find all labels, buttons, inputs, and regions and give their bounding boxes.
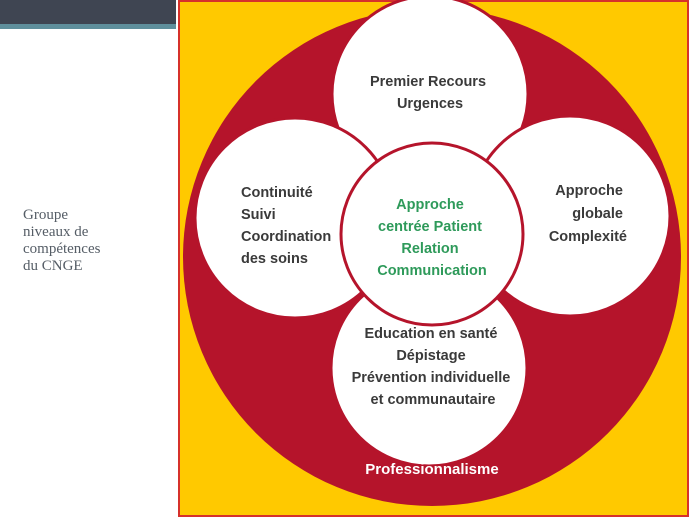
- node-left-label: Continuité Suivi Coordination des soins: [241, 185, 335, 267]
- slide-header-accent: [0, 24, 176, 29]
- competences-diagram: Premier Recours Urgences Continuité Suiv…: [178, 0, 689, 517]
- slide-caption: Groupe niveaux de compétences du CNGE: [23, 207, 101, 274]
- node-center-label: Approche centrée Patient Relation Commun…: [377, 197, 487, 279]
- node-center-circle: [339, 141, 525, 327]
- node-right-label: Approche globale Complexité: [549, 183, 627, 245]
- ring-label: Professionnalisme: [365, 461, 498, 478]
- node-top-label: Premier Recours Urgences: [370, 74, 490, 112]
- diagram-canvas: Premier Recours Urgences Continuité Suiv…: [178, 0, 689, 517]
- slide-header-bar: [0, 0, 176, 24]
- node-bottom-label: Education en santé Dépistage Prévention …: [352, 326, 515, 408]
